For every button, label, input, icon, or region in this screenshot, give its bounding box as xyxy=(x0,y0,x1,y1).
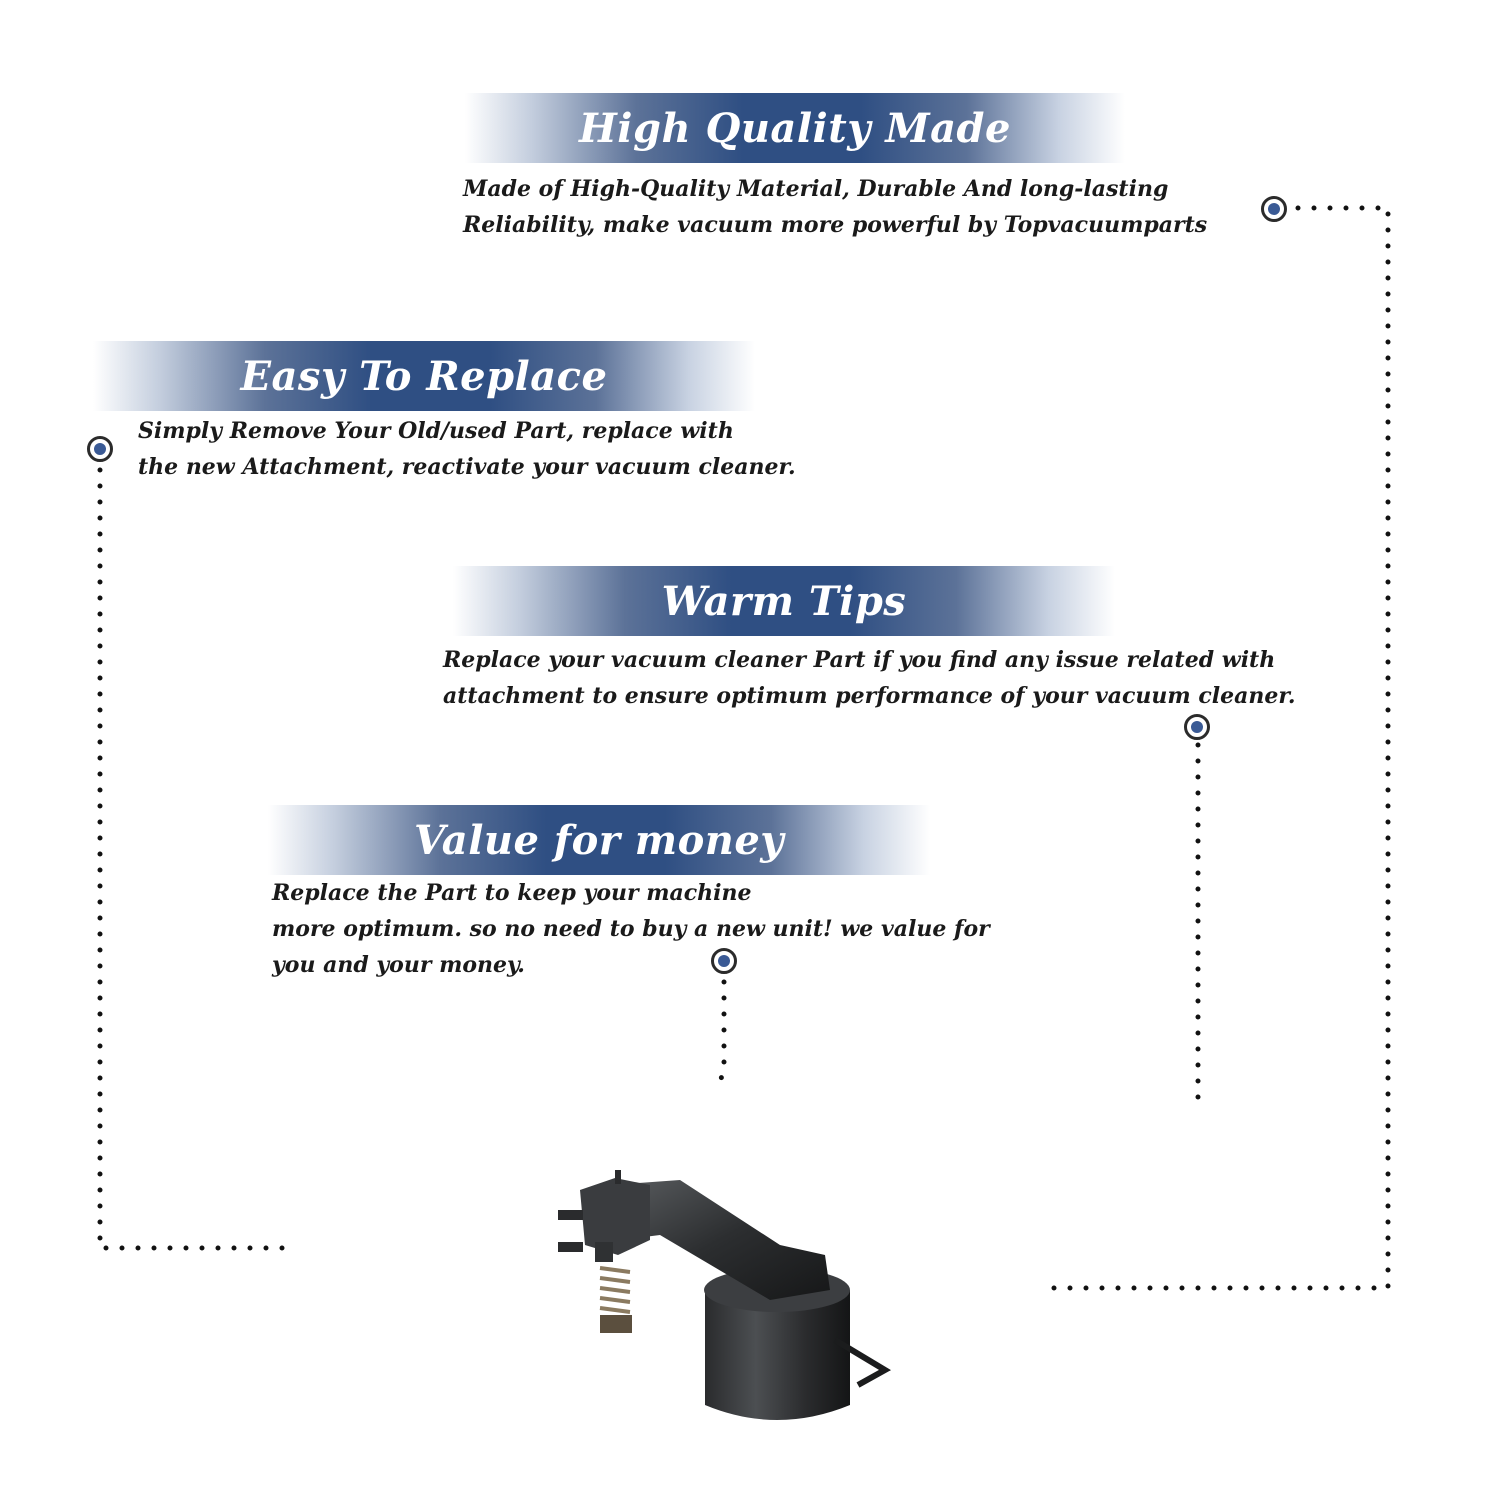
description-line: Reliability, make vacuum more powerful b… xyxy=(463,212,1208,238)
feature-description-warm-tips: Replace your vacuum cleaner Part if you … xyxy=(443,642,1296,714)
description-line: you and your money. xyxy=(272,952,525,978)
connector-high-quality xyxy=(1035,205,1391,1291)
feature-title: High Quality Made xyxy=(579,104,1011,152)
feature-title: Easy To Replace xyxy=(240,352,608,400)
banner-easy-replace: Easy To Replace xyxy=(93,341,755,411)
description-line: more optimum. so no need to buy a new un… xyxy=(272,916,990,942)
banner-warm-tips: Warm Tips xyxy=(453,566,1115,636)
feature-title: Warm Tips xyxy=(661,577,907,625)
description-line: Simply Remove Your Old/used Part, replac… xyxy=(138,418,734,444)
description-line: Made of High-Quality Material, Durable A… xyxy=(463,176,1169,202)
description-line: the new Attachment, reactivate your vacu… xyxy=(138,454,796,480)
marker-dot-icon xyxy=(1184,714,1210,740)
marker-dot-icon xyxy=(1261,196,1287,222)
connector-value-money xyxy=(715,979,727,1093)
marker-dot-icon xyxy=(711,948,737,974)
marker-dot-icon xyxy=(87,436,113,462)
banner-high-quality: High Quality Made xyxy=(465,93,1125,163)
description-line: Replace your vacuum cleaner Part if you … xyxy=(443,647,1276,673)
feature-description-value-money: Replace the Part to keep your machine mo… xyxy=(272,875,990,983)
banner-value-money: Value for money xyxy=(268,805,930,875)
description-line: attachment to ensure optimum performance… xyxy=(443,683,1296,709)
vacuum-attachment-part-image xyxy=(558,1170,891,1420)
connector-easy-replace xyxy=(97,467,299,1251)
description-line: Replace the Part to keep your machine xyxy=(272,880,752,906)
feature-description-high-quality: Made of High-Quality Material, Durable A… xyxy=(463,171,1207,243)
feature-title: Value for money xyxy=(413,816,785,864)
feature-description-easy-replace: Simply Remove Your Old/used Part, replac… xyxy=(138,413,796,485)
